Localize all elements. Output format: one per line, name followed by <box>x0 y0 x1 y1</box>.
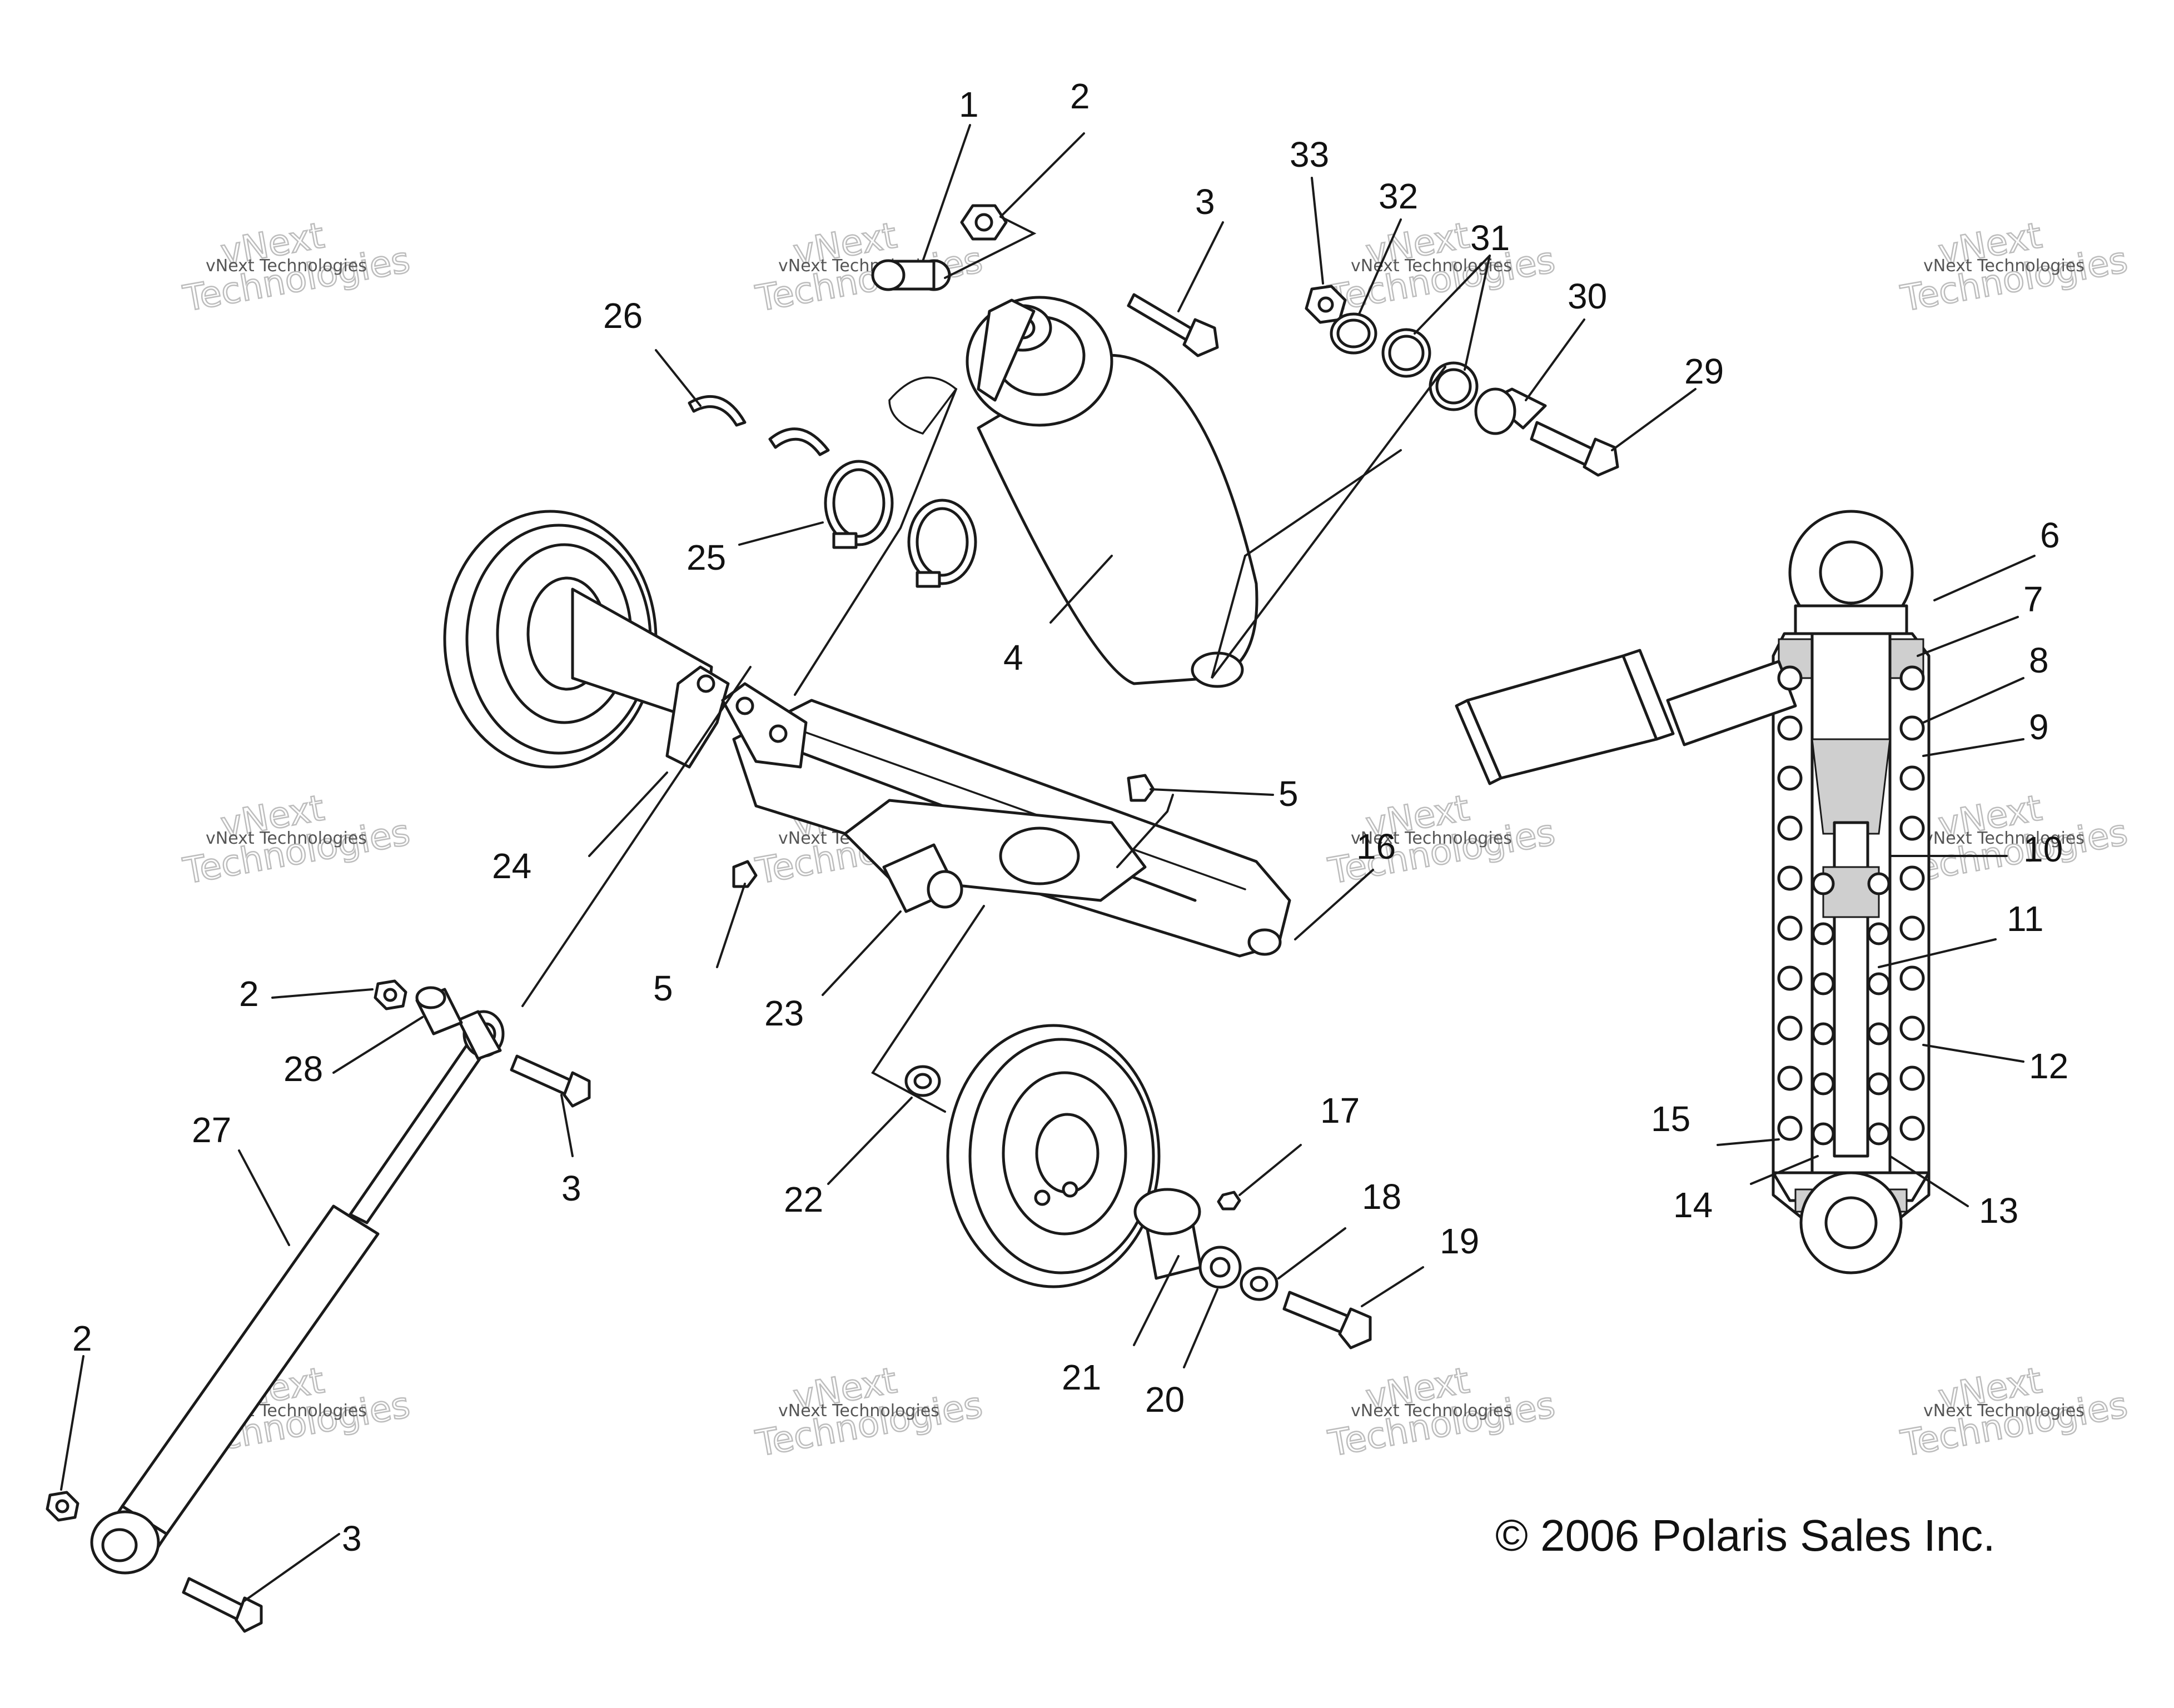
leader-lines <box>60 124 2036 1602</box>
callout-23: 23 <box>764 993 804 1033</box>
callout-5-lower: 5 <box>653 968 673 1008</box>
bushing-23 <box>882 843 963 913</box>
watermark-text: vNext Technologies <box>1923 1401 2085 1421</box>
callout-15: 15 <box>1651 1099 1690 1139</box>
bushing-30 <box>1474 387 1547 435</box>
callout-31: 31 <box>1470 218 1510 258</box>
callout-2: 2 <box>1070 76 1090 116</box>
callout-25: 25 <box>686 537 726 577</box>
washer-20 <box>1198 1246 1242 1289</box>
watermark-text: vNext Technologies <box>1351 829 1512 848</box>
callout-17: 17 <box>1320 1090 1360 1131</box>
callout-numbers: 1 2 3 33 32 31 30 29 26 25 4 6 7 8 9 10 … <box>72 76 2068 1558</box>
bolt-3-left <box>510 1054 591 1108</box>
callout-13: 13 <box>1979 1191 2018 1231</box>
callout-19: 19 <box>1440 1221 1479 1261</box>
washer-31a <box>1381 328 1431 378</box>
callout-12: 12 <box>2029 1046 2068 1086</box>
washer-22 <box>904 1065 941 1097</box>
callout-5-upper: 5 <box>1278 774 1299 814</box>
washer-31b <box>1429 361 1479 411</box>
callout-3-lower: 3 <box>342 1518 362 1558</box>
spacer-21 <box>1133 1188 1202 1280</box>
callout-1: 1 <box>959 84 979 125</box>
callout-3: 3 <box>1195 182 1215 222</box>
top-bolt-3 <box>1127 293 1219 357</box>
callout-21: 21 <box>1062 1357 1101 1397</box>
main-wheel-left <box>443 510 658 769</box>
left-shock-27 <box>90 1010 505 1575</box>
top-sleeve-1 <box>871 259 951 291</box>
bolt-19 <box>1282 1291 1372 1350</box>
bolt-3-lower <box>182 1577 263 1633</box>
nut-17 <box>1217 1191 1241 1211</box>
snap-ring-left <box>688 395 747 427</box>
grease-fitting-5b <box>732 860 758 888</box>
callout-8: 8 <box>2029 640 2049 680</box>
spring-coils <box>1777 665 1925 1146</box>
callout-22: 22 <box>784 1179 823 1219</box>
watermark-text: vNext Technologies <box>1923 829 2085 848</box>
hose-clamp-left <box>824 460 894 549</box>
snap-ring-right <box>768 427 830 456</box>
callout-10: 10 <box>2023 829 2063 869</box>
callout-27: 27 <box>192 1110 231 1150</box>
nut-2-upper-left <box>374 979 407 1010</box>
washer-32 <box>1330 312 1377 355</box>
idler-wheel <box>946 1024 1161 1288</box>
top-nut-2 <box>960 204 1008 241</box>
callout-20: 20 <box>1145 1380 1185 1420</box>
callout-18: 18 <box>1362 1177 1401 1217</box>
callout-3-left: 3 <box>561 1168 581 1208</box>
callout-11: 11 <box>2007 899 2043 939</box>
callout-2-left: 2 <box>239 974 259 1014</box>
callout-4: 4 <box>1003 638 1023 678</box>
callout-30: 30 <box>1568 276 1607 316</box>
watermark-text: vNext Technologies <box>1351 1401 1512 1421</box>
callout-33: 33 <box>1290 135 1329 175</box>
bolt-29 <box>1530 421 1619 477</box>
washer-18 <box>1240 1267 1278 1301</box>
cutaway-shock <box>1455 510 1931 1274</box>
callout-14: 14 <box>1673 1185 1713 1225</box>
callout-2-lower: 2 <box>72 1318 92 1358</box>
hose-clamp-right <box>907 499 977 588</box>
watermark-text: vNext Technologies <box>206 829 367 848</box>
callout-7: 7 <box>2023 579 2043 619</box>
top-shock-body <box>888 296 1258 688</box>
sleeve-28 <box>415 986 463 1035</box>
watermark-text: vNext Technologies <box>206 256 367 276</box>
callout-6: 6 <box>2040 515 2060 555</box>
callout-16: 16 <box>1356 826 1396 867</box>
rocker-bracket <box>665 665 808 769</box>
callout-9: 9 <box>2029 707 2049 747</box>
watermark-text: vNext Technologies <box>778 1401 939 1421</box>
callout-24: 24 <box>492 846 531 886</box>
callout-28: 28 <box>283 1049 323 1089</box>
nut-33 <box>1305 285 1347 324</box>
watermark-text: vNext Technologies <box>1923 256 2085 276</box>
callout-29: 29 <box>1684 351 1724 391</box>
callout-32: 32 <box>1379 176 1418 216</box>
grease-fitting-5a <box>1127 774 1155 802</box>
copyright-notice: © 2006 Polaris Sales Inc. <box>1495 1511 1995 1560</box>
nut-2-lower-left <box>46 1491 79 1522</box>
callout-26: 26 <box>603 296 643 336</box>
